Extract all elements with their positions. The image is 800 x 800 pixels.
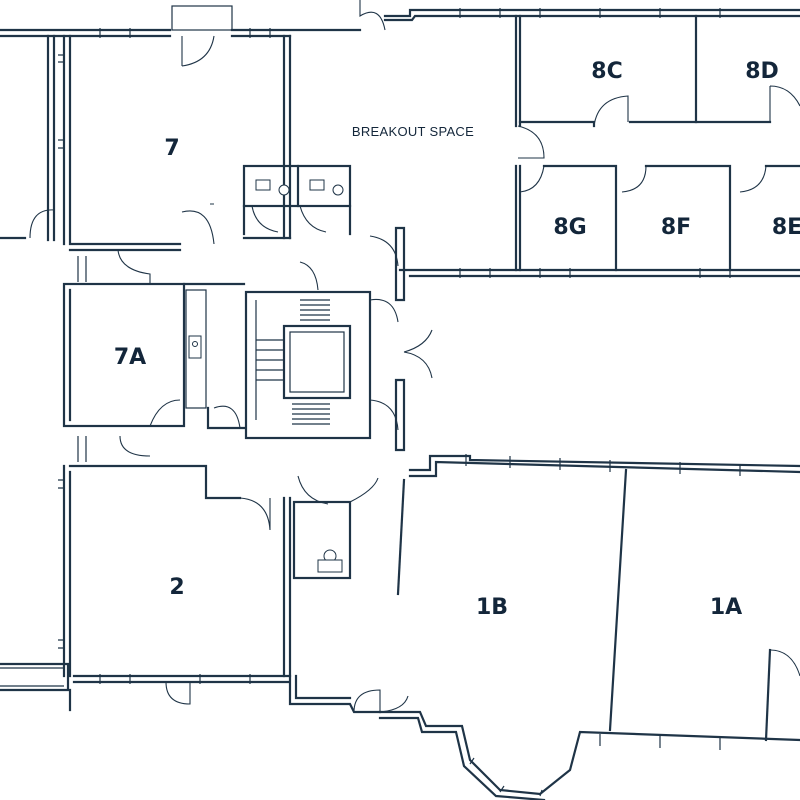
room-label-2: 2	[169, 575, 184, 600]
room-label-7: 7	[164, 136, 179, 161]
breakout-walls	[359, 0, 800, 159]
room-label-8d: 8D	[745, 59, 779, 84]
room-label-8e: 8E	[772, 215, 800, 240]
toilets-block	[242, 164, 352, 236]
exterior-walls	[0, 5, 800, 712]
room-2-walls	[58, 464, 292, 705]
rooms-8-lower-walls	[398, 164, 800, 278]
room-label-1b: 1B	[476, 595, 508, 620]
area-label-breakout-space: BREAKOUT SPACE	[352, 124, 474, 139]
room-label-8c: 8C	[591, 59, 622, 84]
accessible-wc	[292, 475, 379, 580]
room-label-8g: 8G	[553, 215, 586, 240]
room-label-7a: 7A	[114, 345, 146, 370]
room-label-1a: 1A	[710, 595, 742, 620]
room-7-walls	[29, 34, 292, 252]
room-label-8f: 8F	[661, 215, 691, 240]
room-7a-walls	[62, 249, 246, 462]
stair-core	[244, 226, 433, 452]
rooms-1-walls	[288, 454, 800, 800]
